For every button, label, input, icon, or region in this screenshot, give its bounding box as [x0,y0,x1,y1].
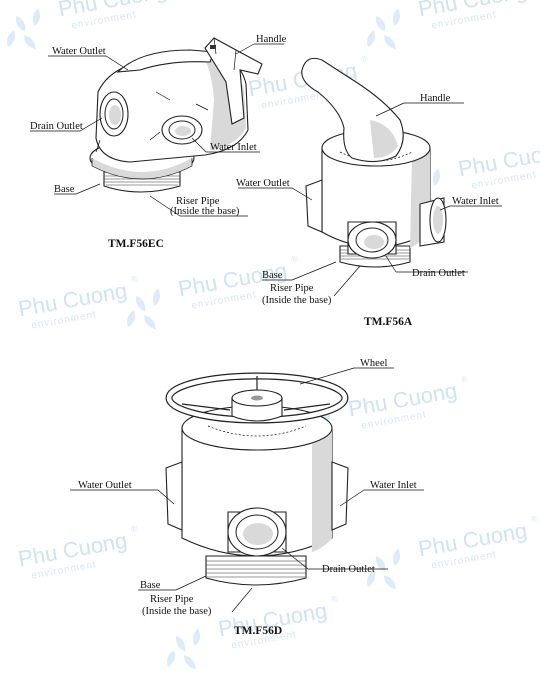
water-drop-icon [7,8,41,50]
water-drop-icon [367,548,401,590]
f56d-base-label: Base [140,580,161,591]
f56ec-model-label: TM.F56EC [108,238,164,250]
f56d-drain-outlet-label: Drain Outlet [322,564,375,575]
watermark-registered-mark: ® [360,54,369,65]
f56ec-riser-pipe-note: (Inside the base) [170,206,240,217]
watermark-registered-mark: ® [290,254,299,265]
f56d-riser-pipe-note: (Inside the base) [142,606,212,617]
f56a-base-label: Base [262,270,283,281]
f56a-model-label: TM.F56A [364,316,413,328]
f56d-model-label: TM.F56D [234,625,282,637]
watermark-registered-mark: ® [130,274,139,285]
f56a-water-outlet-label: Water Outlet [236,178,290,189]
watermark-registered-mark: ® [460,374,469,385]
f56a-water-inlet-label: Water Inlet [452,196,499,207]
water-drop-icon [167,628,201,670]
f56d-riser-pipe-label: Riser Pipe [150,594,194,605]
f56d-wheel-label: Wheel [360,358,387,369]
f56ec-drain-outlet-label: Drain Outlet [30,121,83,132]
water-drop-icon [0,558,1,576]
valve-f56ec-drawing [89,37,263,193]
watermark-registered-mark: ® [330,594,339,605]
labels: Handle Water Outlet Drain Outlet Water I… [30,34,499,637]
f56ec-water-inlet-label: Water Inlet [210,142,257,153]
f56ec-handle-label: Handle [256,34,287,45]
water-drop-icon [0,308,1,326]
f56a-drain-outlet-label: Drain Outlet [412,268,465,279]
water-drop-icon [127,288,161,330]
f56d-base-threads [206,560,306,578]
watermark-registered-mark: ® [530,514,539,525]
leader-lines [30,43,502,613]
f56a-handle-label: Handle [420,93,451,104]
f56a-riser-pipe-label: Riser Pipe [270,283,314,294]
f56ec-riser-pipe-label: Riser Pipe [176,196,220,207]
f56a-riser-pipe-note: (Inside the base) [262,295,332,306]
valve-f56d-drawing [165,372,349,586]
f56d-water-outlet-label: Water Outlet [78,480,132,491]
f56ec-base-label: Base [54,184,75,195]
water-drop-icon [367,8,401,50]
valve-f56a-drawing [301,57,447,268]
f56ec-water-outlet-label: Water Outlet [52,46,106,57]
watermark-registered-mark: ® [130,524,139,535]
f56d-water-inlet-label: Water Inlet [370,480,417,491]
